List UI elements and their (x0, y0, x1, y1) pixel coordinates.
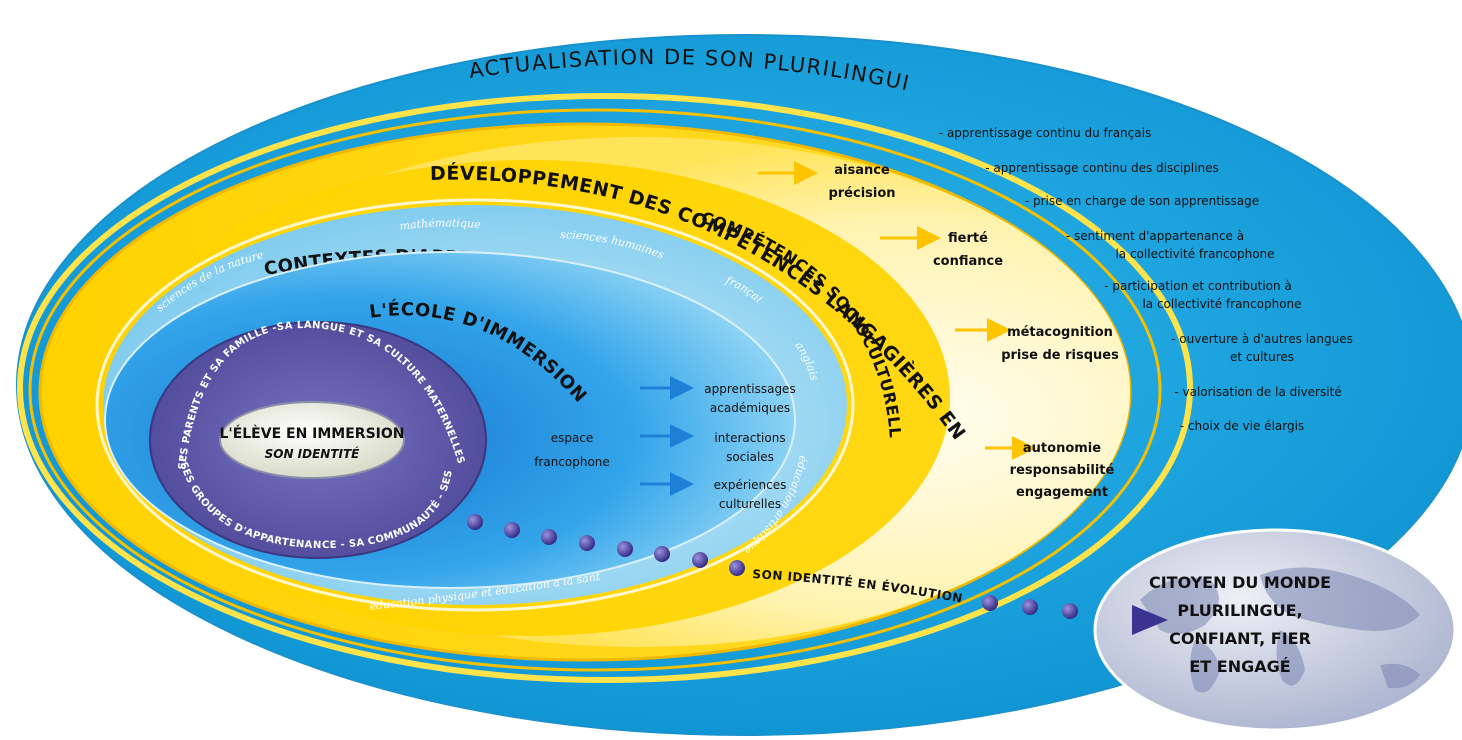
quality-4-line-2: responsabilité (1010, 463, 1115, 478)
outcome-1: - apprentissage continu du français (939, 126, 1151, 140)
student-subtitle: SON IDENTITÉ (265, 446, 361, 461)
world-map-icon (1140, 567, 1420, 693)
citizen-line-4: ET ENGAGÉ (1189, 657, 1290, 676)
identity-dot (579, 535, 595, 551)
outcome-3: - prise en charge de son apprentissage (1025, 194, 1259, 208)
identity-dot (504, 522, 520, 538)
identity-dot (1062, 603, 1078, 619)
quality-3-line-1: métacognition (1007, 325, 1113, 340)
identity-dot (467, 514, 483, 530)
outcome-4b: la collectivité francophone (1115, 247, 1274, 261)
output-1-line-2: académiques (710, 401, 790, 415)
outcome-6b: et cultures (1230, 350, 1294, 364)
citizen-label: CITOYEN DU MONDE PLURILINGUE, CONFIANT, … (1149, 573, 1331, 676)
output-2-line-1: interactions (714, 431, 785, 445)
outcome-7: - valorisation de la diversité (1174, 385, 1341, 399)
outcome-4a: - sentiment d'appartenance à (1066, 229, 1244, 243)
citizen-line-1: CITOYEN DU MONDE (1149, 573, 1331, 592)
output-3-line-2: culturelles (719, 497, 781, 511)
quality-4-line-3: engagement (1016, 485, 1108, 500)
output-3-line-1: expériences (714, 478, 787, 492)
quality-1-line-1: aisance (834, 163, 890, 178)
outcome-5b: la collectivité francophone (1142, 297, 1301, 311)
outcome-8: - choix de vie élargis (1180, 419, 1304, 433)
identity-dot (654, 546, 670, 562)
outcomes-list: - apprentissage continu du français - ap… (939, 126, 1353, 433)
quality-4-line-1: autonomie (1023, 441, 1101, 456)
space-line-2: francophone (534, 455, 610, 469)
quality-1-line-2: précision (828, 186, 895, 201)
space-line-1: espace (551, 431, 594, 445)
play-arrow-icon (1132, 605, 1168, 635)
language-ring-mid (28, 108, 1162, 672)
identity-dot (982, 595, 998, 611)
language-ring-outer (17, 93, 1193, 683)
contexts-ring (95, 198, 855, 612)
identity-dot (541, 529, 557, 545)
citizen-line-2: PLURILINGUE, (1177, 601, 1302, 620)
student-center (219, 401, 405, 479)
outcome-6a: - ouverture à d'autres langues (1171, 332, 1353, 346)
identity-dot (692, 552, 708, 568)
quality-2-line-2: confiance (933, 254, 1003, 269)
identity-dot (729, 560, 745, 576)
citizen-line-3: CONFIANT, FIER (1169, 629, 1311, 648)
quality-3-line-2: prise de risques (1001, 348, 1119, 363)
output-1-line-1: apprentissages (704, 382, 795, 396)
student-title: L'ÉLÈVE EN IMMERSION (219, 425, 404, 442)
identity-dot (1022, 599, 1038, 615)
outcome-2: - apprentissage continu des disciplines (985, 161, 1218, 175)
output-2-line-2: sociales (726, 450, 774, 464)
quality-2-line-1: fierté (948, 231, 988, 246)
outcome-5a: - participation et contribution à (1104, 279, 1292, 293)
identity-dot (617, 541, 633, 557)
